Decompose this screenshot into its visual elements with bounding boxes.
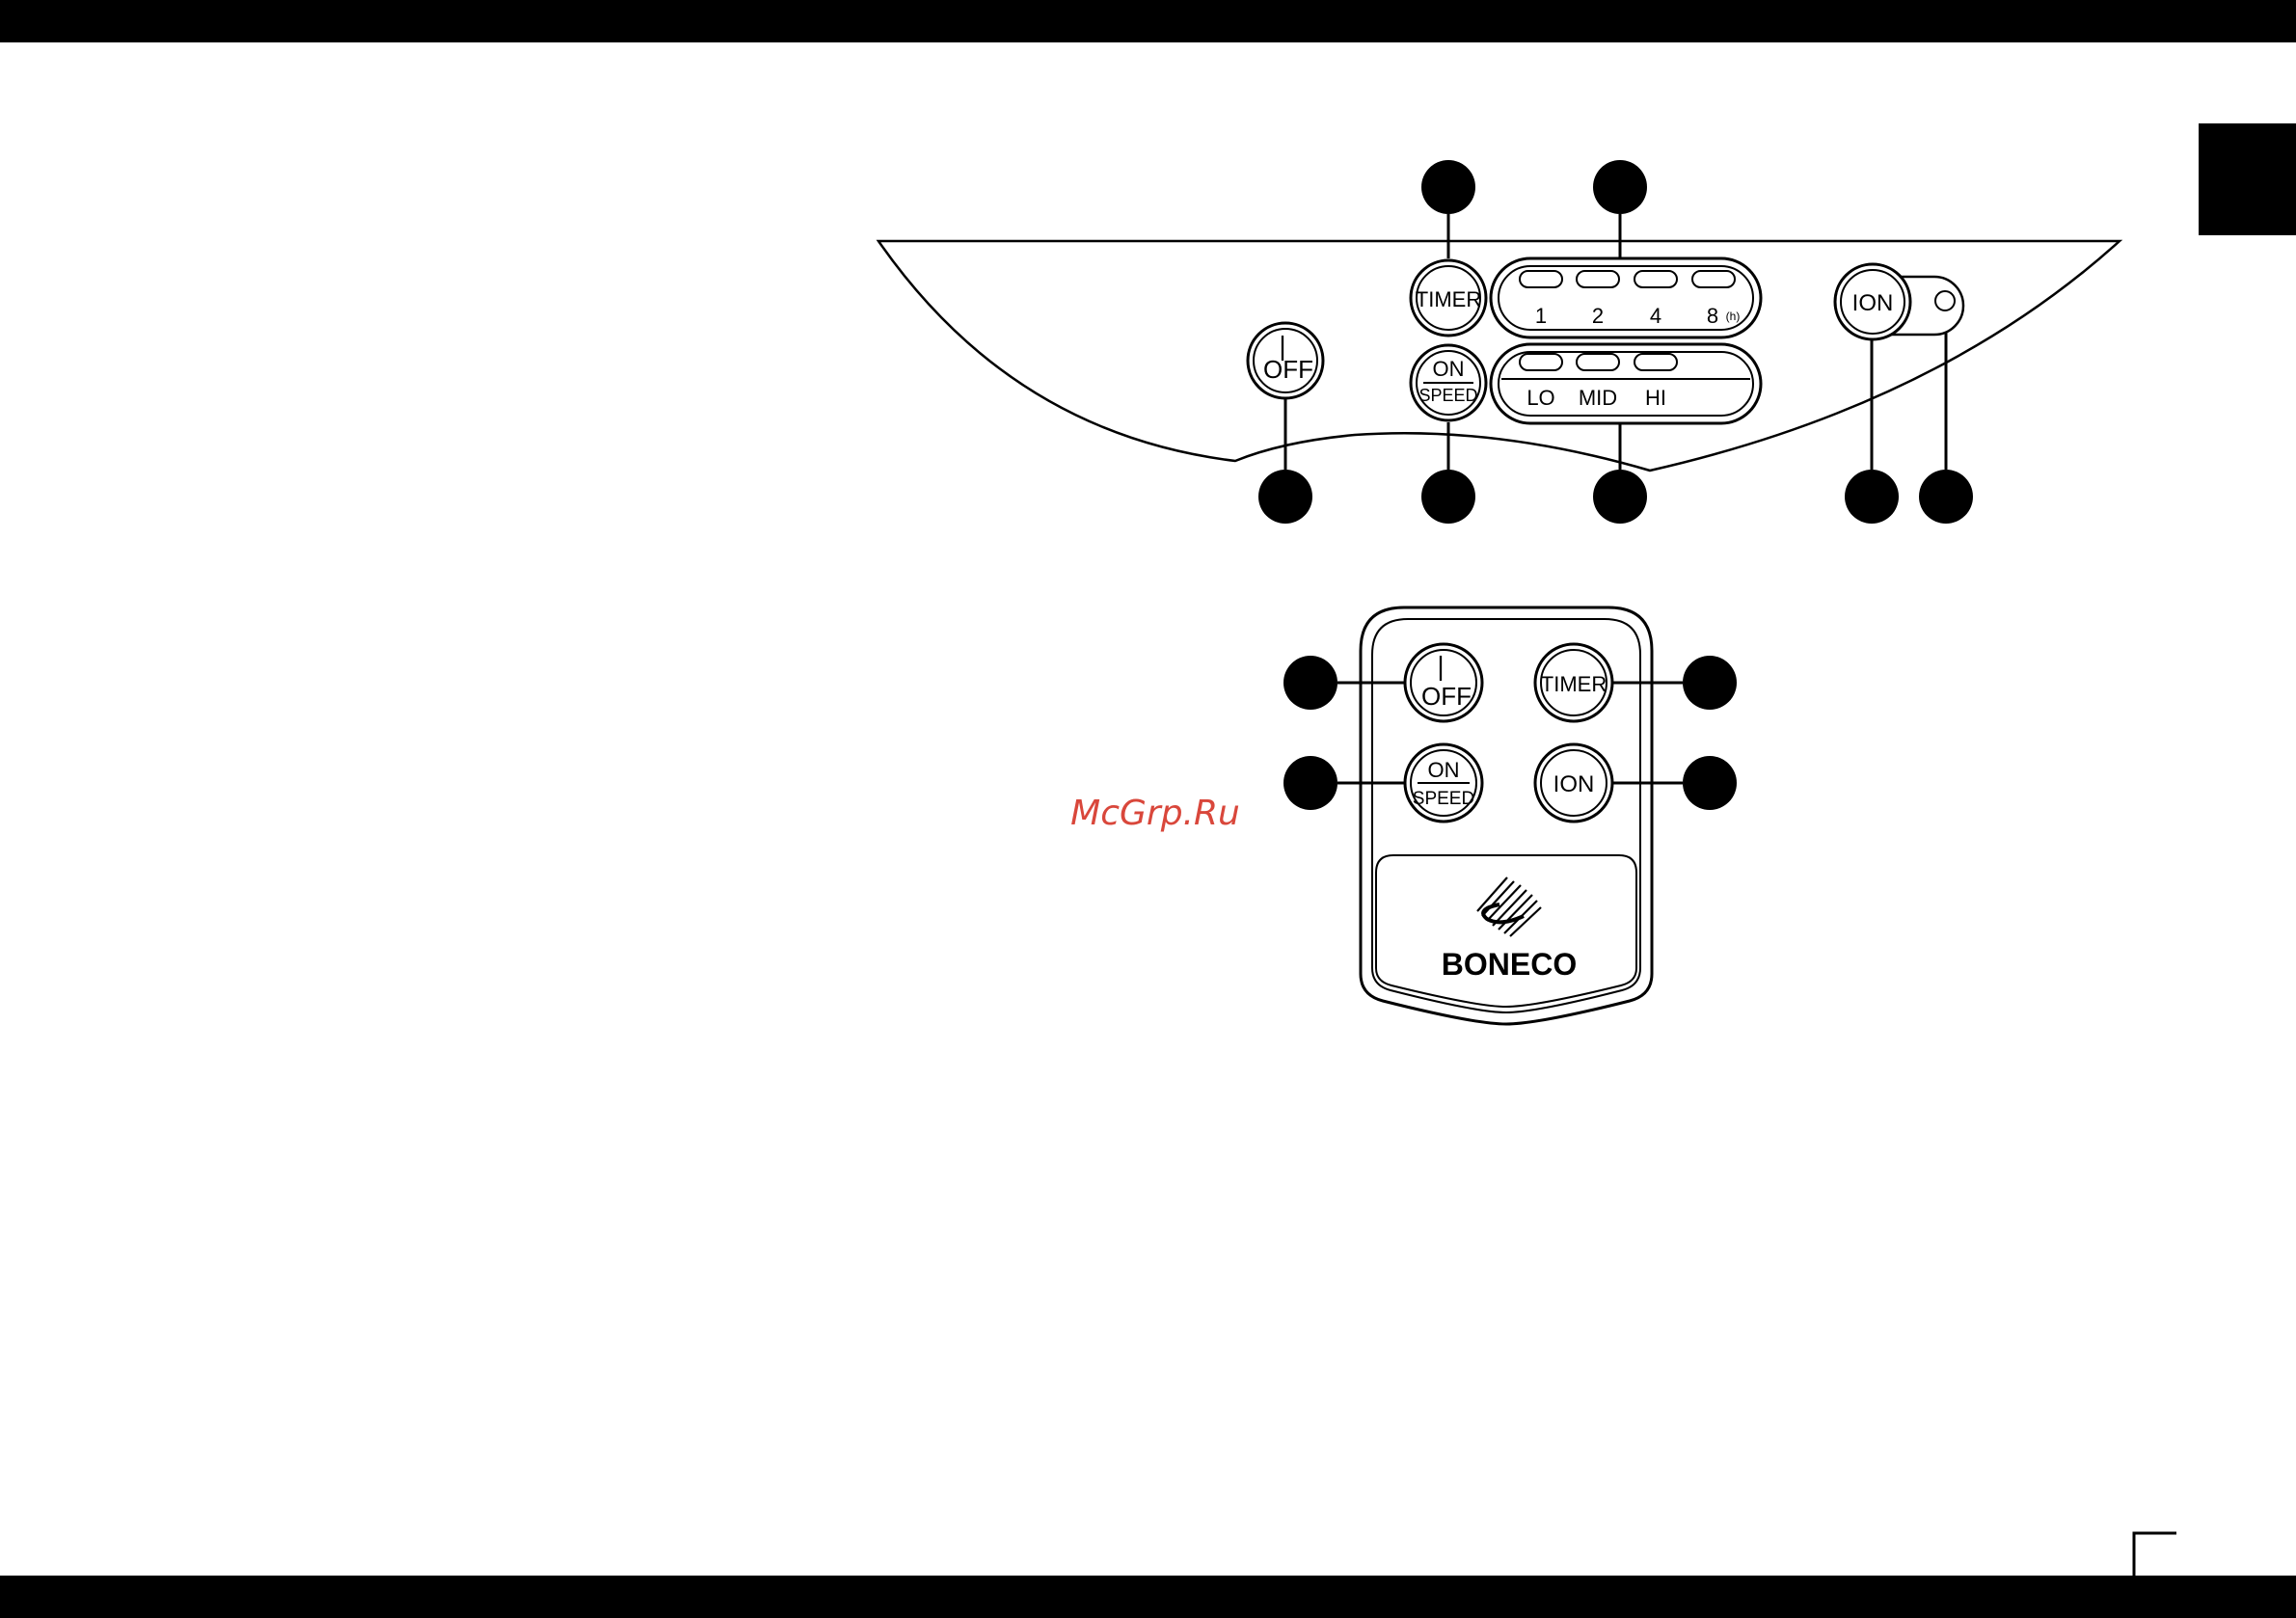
callout-marker-speed-leds	[1593, 470, 1647, 524]
brand-name: BONECO	[1442, 947, 1577, 982]
callout-marker-remote-off	[1283, 656, 1337, 710]
page-number-bracket	[2134, 1533, 2176, 1576]
top-border-bar	[0, 0, 2296, 42]
speed-on-label: ON	[1433, 357, 1465, 381]
speed-on-label: ON	[1428, 758, 1460, 782]
section-tab	[2199, 123, 2296, 235]
remote-speed-button[interactable]: ON SPEED	[1405, 744, 1482, 822]
remote-ion-button[interactable]: ION	[1535, 744, 1612, 822]
timer-unit-label: (h)	[1726, 310, 1741, 323]
timer-option-label: 2	[1592, 304, 1604, 328]
panel-speed-button[interactable]: ON SPEED	[1411, 345, 1486, 420]
callout-marker-off	[1258, 470, 1312, 524]
speed-label: SPEED	[1413, 789, 1474, 809]
watermark-text: McGrp.Ru	[1070, 794, 1240, 833]
ion-indicator-led	[1935, 291, 1955, 310]
callout-marker-remote-timer	[1683, 656, 1737, 710]
ion-label: ION	[1553, 771, 1595, 797]
speed-label: SPEED	[1418, 386, 1477, 405]
callout-markers	[1258, 160, 1973, 524]
callout-marker-timer-leds	[1593, 160, 1647, 214]
speed-option-label: MID	[1579, 386, 1617, 410]
remote-off-button[interactable]: | OFF	[1405, 644, 1482, 721]
remote-timer-button[interactable]: TIMER	[1535, 644, 1612, 721]
timer-option-label: 1	[1535, 304, 1547, 328]
ion-label: ION	[1852, 290, 1894, 316]
control-panel: | OFF TIMER ON SPEED 1 2 4	[878, 160, 2120, 524]
timer-label: TIMER	[1416, 287, 1481, 311]
callout-marker-ion	[1845, 470, 1899, 524]
panel-off-button[interactable]: | OFF	[1248, 323, 1323, 398]
speed-option-label: LO	[1526, 386, 1554, 410]
off-label: OFF	[1263, 355, 1313, 384]
callout-marker-remote-ion	[1683, 756, 1737, 810]
off-label: OFF	[1421, 682, 1472, 711]
power-symbol-icon: |	[1437, 651, 1444, 681]
panel-timer-button[interactable]: TIMER	[1411, 260, 1486, 336]
callout-marker-ion-led	[1919, 470, 1973, 524]
timer-label: TIMER	[1541, 672, 1607, 696]
timer-option-label: 8	[1707, 304, 1718, 328]
timer-led-bar: 1 2 4 8 (h)	[1491, 258, 1761, 337]
bottom-border-bar	[0, 1576, 2296, 1618]
remote-control: | OFF TIMER ON SPEED ION	[1283, 607, 1737, 1024]
speed-led-bar: LO MID HI	[1491, 344, 1761, 423]
timer-option-label: 4	[1650, 304, 1661, 328]
callout-marker-speed	[1421, 470, 1475, 524]
speed-option-label: HI	[1645, 386, 1666, 410]
callout-marker-timer	[1421, 160, 1475, 214]
callout-lines	[1285, 214, 1946, 470]
callout-marker-remote-speed	[1283, 756, 1337, 810]
